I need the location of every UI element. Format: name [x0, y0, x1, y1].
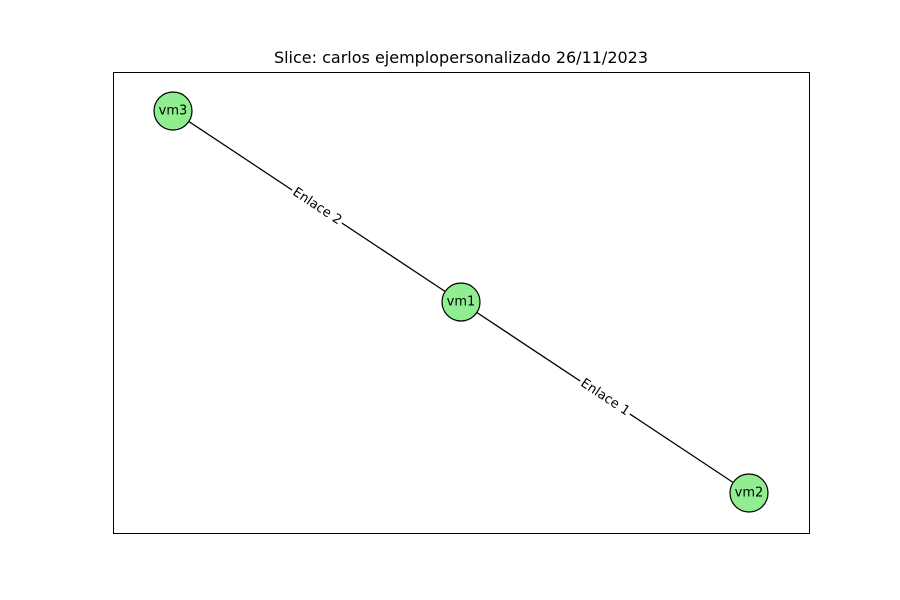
node-label-vm1: vm1: [447, 295, 476, 310]
nodes-layer: vm3 vm1 vm2: [153, 91, 769, 513]
node-vm2: [729, 473, 769, 513]
edge-label-background: [287, 182, 347, 231]
figure-title: Slice: carlos ejemplopersonalizado 26/11…: [274, 48, 648, 67]
plot-frame: [113, 72, 810, 534]
node-label-vm2: vm2: [735, 486, 764, 501]
edge-label-background: [575, 373, 635, 422]
node-vm3: [153, 91, 193, 131]
node-label-vm3: vm3: [159, 104, 188, 119]
node-vm1: [441, 282, 481, 322]
